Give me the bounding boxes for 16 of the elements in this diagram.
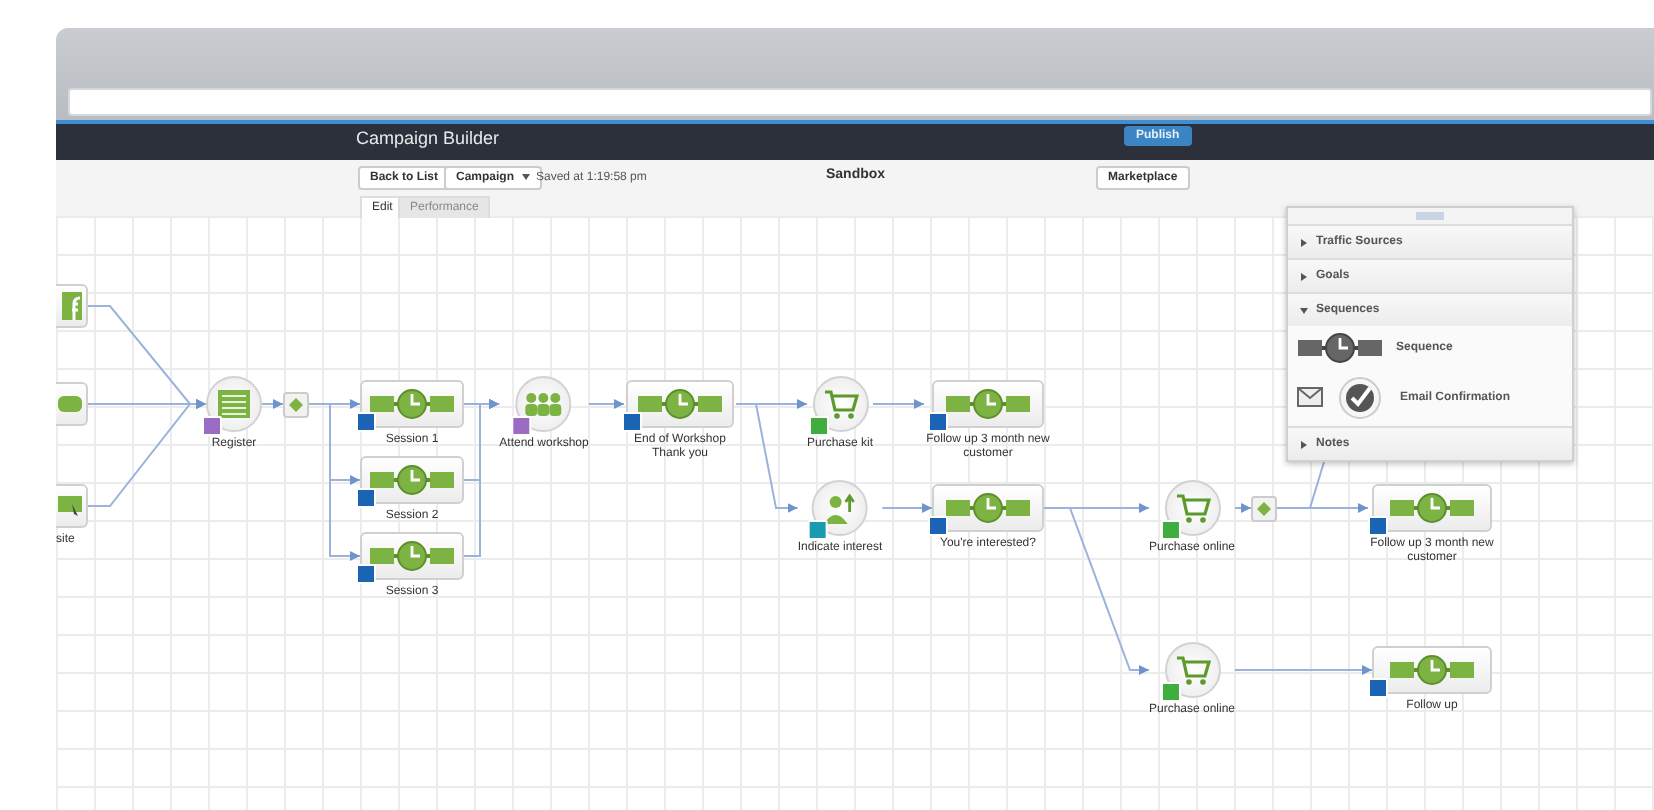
connector-arrow [261,399,284,409]
connector-arrow [1043,507,1150,675]
connector-arrow [308,403,361,561]
connector-arrow [872,399,925,409]
connector-arrow [1234,503,1252,513]
palette-item [1288,326,1572,370]
connector-arrow [1276,461,1325,509]
connector-arrow [463,399,501,557]
palette-item [1288,370,1572,426]
side-panel [1286,206,1574,462]
app-title: Campaign Builder [356,126,500,150]
connector-arrow [735,403,799,513]
connector-arrow [87,399,207,507]
connector-arrow [1234,665,1373,675]
connector-arrow [881,503,933,513]
connector-arrow [587,399,625,409]
